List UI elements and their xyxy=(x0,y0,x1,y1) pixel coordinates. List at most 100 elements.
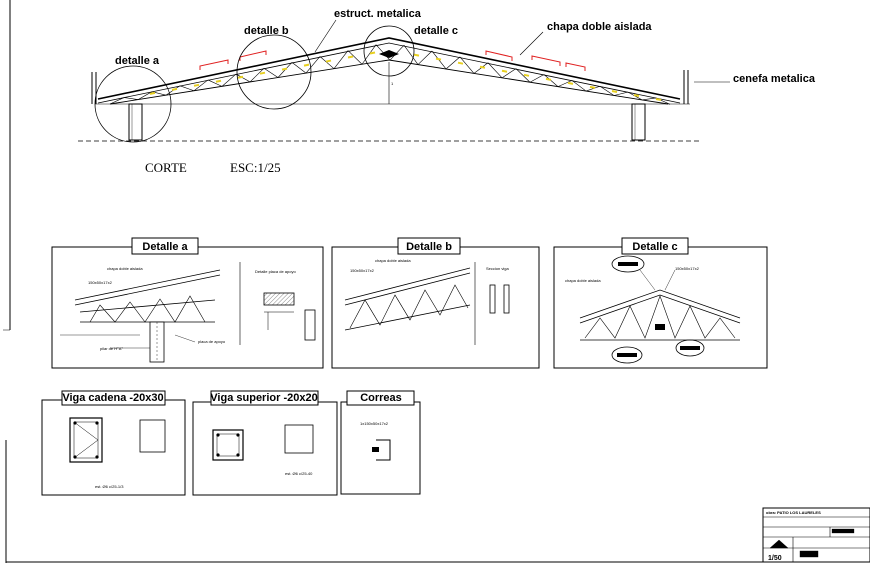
right-wall xyxy=(631,70,689,141)
truss-web xyxy=(487,62,503,79)
panel-title-detalle-c: Detalle c xyxy=(632,241,677,253)
insulation-dash xyxy=(655,98,662,102)
note-a-placa-apoyo: placa de apoyo xyxy=(198,339,226,344)
insulation-dash xyxy=(259,71,266,75)
note-b-seccion: Seccion viga xyxy=(486,266,509,271)
insulation-dash xyxy=(523,73,530,77)
note-c-chapa: chapa doble aislada xyxy=(565,278,601,283)
label-estruct-metalica: estruct. metalica xyxy=(334,8,422,20)
label-detalle-b: detalle b xyxy=(244,25,289,37)
svg-text:1: 1 xyxy=(391,81,394,86)
insulation-dash xyxy=(347,55,354,59)
truss-web xyxy=(389,44,405,61)
sheet-border xyxy=(3,0,870,563)
truss-web xyxy=(557,80,573,87)
note-b-perfil: 150x50x17x2 xyxy=(350,268,375,273)
truss-web xyxy=(529,74,545,83)
note-c-perfil: 150x50x17x2 xyxy=(675,266,700,271)
panel-title-correas: Correas xyxy=(360,392,402,404)
note-a-placa: Detalle placa de apoyo xyxy=(255,269,296,274)
truss-web xyxy=(193,79,209,91)
panel-title-viga-superior: Viga superior -20x20 xyxy=(210,392,317,404)
insulation-dash xyxy=(501,69,508,73)
left-wall xyxy=(91,72,143,141)
detail-a-circle xyxy=(94,65,172,143)
title-block-escala: 1/50 xyxy=(768,555,782,562)
truss-web xyxy=(249,67,265,83)
truss-web xyxy=(459,56,475,74)
truss-web xyxy=(319,56,335,69)
truss-web xyxy=(501,68,517,79)
note-a-pilar: pilar de H°A° xyxy=(100,346,123,351)
note-correas: 1x150x50x17x2 xyxy=(360,421,389,426)
truss-web xyxy=(333,50,349,69)
label-detalle-c: detalle c xyxy=(414,25,458,37)
roof-section: 1 detalle a detalle b estruct. metalica … xyxy=(78,8,816,175)
detail-circles xyxy=(94,25,415,143)
insulation-dash xyxy=(281,67,288,71)
truss-web xyxy=(417,50,433,65)
insulation-marks xyxy=(149,51,662,102)
truss-web xyxy=(235,73,251,83)
detail-b-circle xyxy=(236,34,312,110)
insulation-dash xyxy=(611,89,618,93)
insulation-dash xyxy=(325,59,332,63)
insulation-dash xyxy=(413,53,420,57)
truss-web xyxy=(109,97,125,105)
label-chapa-doble: chapa doble aislada xyxy=(547,21,652,33)
panel-detalle-b: Detalle b chapa doble aislada 150x50x17x… xyxy=(331,237,540,369)
truss-web xyxy=(123,97,139,100)
insulation-dash xyxy=(457,61,464,65)
label-cenefa: cenefa metalica xyxy=(733,73,816,85)
panel-title-detalle-a: Detalle a xyxy=(142,241,188,253)
panel-detalle-a: Detalle a chapa doble aislada 150x50x17x… xyxy=(51,237,324,369)
insulation-dash xyxy=(589,85,596,89)
panel-title-viga-cadena: Viga cadena -20x30 xyxy=(62,392,163,404)
truss-web xyxy=(641,97,657,101)
title-block xyxy=(762,507,870,563)
truss-web xyxy=(473,62,489,74)
truss-web xyxy=(179,85,195,92)
note-viga-superior: est. Ø6 c/25-40 xyxy=(285,471,313,476)
truss-web xyxy=(221,73,237,87)
truss-web xyxy=(403,44,419,65)
insulation-dash xyxy=(435,57,442,61)
panel-title-detalle-b: Detalle b xyxy=(406,241,452,253)
truss-web xyxy=(515,68,531,83)
panel-correas: Correas 1x150x50x17x2 xyxy=(340,390,421,495)
truss-web xyxy=(305,56,321,74)
insulation-dash xyxy=(215,79,222,83)
truss-web xyxy=(599,85,615,96)
corte-title: CORTE xyxy=(145,160,187,175)
title-block-obra: obra: PATIO LOS LAURELES xyxy=(766,510,821,515)
truss-web xyxy=(347,50,363,65)
truss-web xyxy=(207,79,223,87)
insulation-dash xyxy=(479,65,486,69)
truss-web xyxy=(571,80,587,92)
truss-web xyxy=(613,91,629,96)
insulation-dash xyxy=(633,94,640,97)
note-b-chapa: chapa doble aislada xyxy=(375,258,411,263)
insulation-dash xyxy=(303,63,310,67)
insulation-dash xyxy=(237,75,244,79)
insulation-dash xyxy=(193,83,200,87)
corte-scale: ESC:1/25 xyxy=(230,160,281,175)
truss-web xyxy=(263,67,279,78)
note-viga-cadena: est. Ø6 c/25-1/3 xyxy=(95,484,124,489)
insulation-dash xyxy=(567,81,574,85)
truss-web xyxy=(585,85,601,92)
insulation-dash xyxy=(149,91,156,95)
note-a-perfil: 150x50x17x2 xyxy=(88,280,113,285)
panel-detalle-c: Detalle c chapa doble aislada 150x50x17x… xyxy=(553,237,768,369)
roof-truss xyxy=(97,37,681,105)
insulation-dash xyxy=(171,87,178,91)
note-a-chapa: chapa doble aislada xyxy=(107,266,143,271)
label-detalle-a: detalle a xyxy=(115,55,160,67)
correa-marks xyxy=(199,50,586,71)
panel-viga-cadena: Viga cadena -20x30 est. Ø6 c/25-1/3 xyxy=(41,390,186,496)
panel-viga-superior: Viga superior -20x20 est. Ø6 c/25-40 xyxy=(192,390,338,496)
truss-web xyxy=(445,56,461,70)
truss-web xyxy=(137,91,153,100)
truss-web xyxy=(543,74,559,87)
